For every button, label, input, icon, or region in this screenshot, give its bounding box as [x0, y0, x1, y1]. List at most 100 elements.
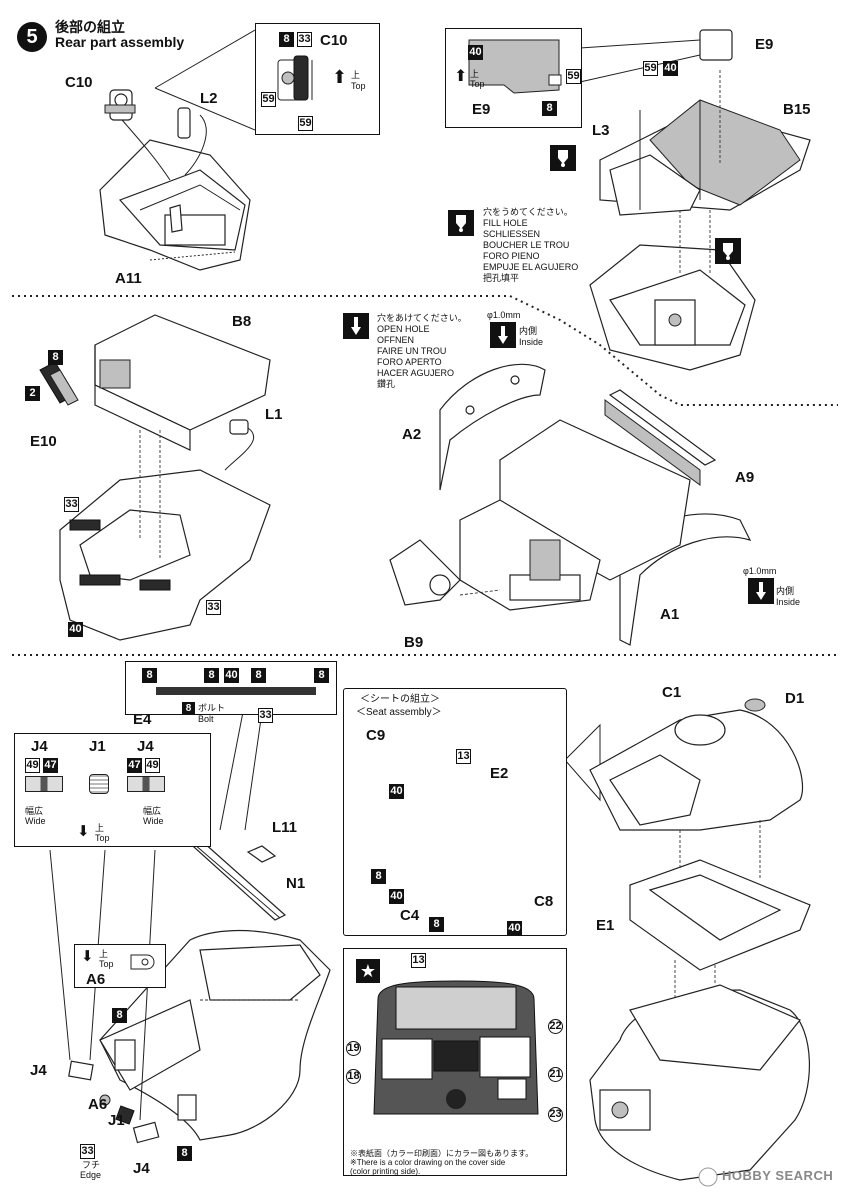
fill-hole-line: FORO PIENO	[483, 251, 540, 261]
part-label-j1-bottom: J1	[108, 1112, 125, 1129]
a6-shape-icon	[130, 954, 155, 970]
open-hole-note: 穴をあけてください。 OPEN HOLE OFFNEN FAIRE UN TRO…	[377, 313, 467, 390]
j1-swatch	[89, 774, 109, 794]
seat-title-jp: ＜シートの組立＞	[360, 694, 440, 705]
part-label-n1: N1	[286, 875, 306, 892]
decal-number-18: 18	[346, 1069, 361, 1084]
top-label-en: Top	[470, 79, 485, 89]
paint-badge-8: 8	[251, 668, 266, 683]
inside-label-en: Inside	[519, 337, 544, 347]
fill-hole-line: 穴をうめてください。	[483, 207, 573, 217]
part-label-j1: J1	[89, 738, 106, 755]
e9-detail-drawing	[468, 39, 562, 94]
watermark-text: HOBBY SEARCH	[722, 1168, 834, 1183]
seat-assembly-inset: ＜シートの組立＞ ＜Seat assembly＞ C9 E2 C4 C8 13 …	[343, 688, 567, 936]
part-label-c4: C4	[400, 907, 420, 924]
drill-size-a2: φ1.0mm	[487, 310, 521, 320]
open-hole-line: OFFNEN	[377, 335, 414, 345]
fill-hole-line: FILL HOLE	[483, 218, 528, 228]
inside-label-jp: 内側	[519, 326, 538, 336]
up-arrow-icon: ⬆	[332, 67, 348, 87]
l11-part-drawing	[246, 845, 277, 863]
part-label-c8: C8	[534, 893, 554, 910]
decal-number-19: 19	[346, 1041, 361, 1056]
paint-badge-8: 8	[112, 1008, 127, 1023]
paint-badge-13: 13	[456, 749, 471, 764]
b9-part-drawing	[389, 539, 501, 606]
chassis-mid-left-drawing	[59, 430, 271, 641]
star-icon: ★	[359, 961, 377, 981]
l2-part-drawing	[177, 107, 191, 139]
part-label-d1: D1	[785, 690, 805, 707]
b8-part-drawing	[94, 314, 271, 451]
part-label-e4: E4	[133, 711, 152, 728]
decal-note-en2: (color printing side).	[350, 1167, 421, 1176]
c10-detail-drawing	[277, 55, 313, 101]
j4-lower-drawing	[68, 1060, 160, 1144]
paint-badge-47: 47	[43, 758, 58, 773]
decal-note: ※表紙面（カラー印刷面）にカラー図もあります。 ※There is a colo…	[350, 1149, 533, 1176]
paint-badge-8: 8	[177, 1146, 192, 1161]
edge-label-en: Edge	[80, 1170, 102, 1180]
part-label-e1: E1	[596, 917, 615, 934]
part-label-c10: C10	[65, 74, 93, 91]
paint-badge-40: 40	[507, 921, 522, 936]
fill-hole-line: BOUCHER LE TROU	[483, 240, 570, 250]
part-label-e9: E9	[755, 36, 774, 53]
top-label-jp: 上	[351, 70, 361, 80]
e4-rail-bar	[156, 687, 316, 695]
open-hole-line: FORO APERTO	[377, 357, 442, 367]
part-label-b8: B8	[232, 313, 252, 330]
paint-badge-47: 47	[127, 758, 142, 773]
part-label-b9: B9	[404, 634, 424, 651]
edge-label-jp: フチ	[82, 1160, 101, 1170]
paint-badge-8: 8	[204, 668, 219, 683]
top-label-jp: 上	[99, 949, 109, 959]
paint-badge-59: 59	[261, 92, 276, 107]
paint-badge-2: 2	[25, 386, 40, 401]
paint-badge-8: 8	[314, 668, 329, 683]
b15-part-drawing	[599, 99, 811, 216]
paint-badge-59: 59	[298, 116, 313, 131]
open-hole-line: OPEN HOLE	[377, 324, 430, 334]
up-arrow-icon: ⬆	[454, 68, 468, 85]
part-label-j4-right: J4	[137, 738, 154, 755]
top-label-en: Top	[95, 833, 110, 843]
part-label-j4-bottom: J4	[133, 1160, 150, 1177]
paint-badge-40: 40	[224, 668, 239, 683]
paint-badge-8: 8	[279, 32, 294, 47]
wide-label-jp: 幅広	[25, 806, 44, 816]
open-hole-icon	[490, 322, 516, 348]
fill-hole-line: SCHLIESSEN	[483, 229, 541, 239]
e9-detail-inset: 40 59 8 ⬆ 上 Top E9	[445, 28, 582, 128]
paint-badge-59: 59	[566, 69, 581, 84]
wide-label-jp: 幅広	[143, 806, 162, 816]
part-label-a6-bottom: A6	[88, 1096, 108, 1113]
paint-badge-59: 59	[643, 61, 658, 76]
open-hole-line: 鑽孔	[377, 379, 396, 389]
decal-number-13: 13	[411, 953, 426, 968]
inside-label-jp: 内側	[776, 586, 795, 596]
part-label-j4-left: J4	[31, 738, 48, 755]
c10-inset-title: C10	[320, 32, 348, 49]
inside-label-en: Inside	[776, 597, 801, 607]
part-label-l11: L11	[272, 819, 298, 836]
paint-badge-8: 8	[182, 702, 195, 715]
decal-guide-box: ★ 13 22 19 18 21 23 ※表紙面（カラー印刷面）にカラー図もあり…	[343, 948, 567, 1176]
a11-part-drawing	[99, 107, 251, 271]
j4-left-swatch	[25, 776, 63, 792]
fill-hole-legend-icon	[448, 210, 474, 236]
fill-hole-icon	[550, 145, 576, 171]
fill-hole-line: 把孔填平	[483, 273, 520, 283]
paint-badge-33: 33	[80, 1144, 95, 1159]
paint-badge-8: 8	[48, 350, 63, 365]
open-hole-icon	[748, 578, 774, 604]
a2-part-drawing	[439, 363, 546, 491]
star-badge: ★	[356, 959, 380, 983]
bolt-label-jp: ボルト	[198, 703, 226, 713]
step-title-en: Rear part assembly	[55, 34, 185, 50]
e9-inset-title: E9	[472, 101, 491, 118]
part-label-a1: A1	[660, 606, 680, 623]
paint-badge-33: 33	[64, 497, 79, 512]
lower-body-right-drawing	[589, 984, 810, 1181]
